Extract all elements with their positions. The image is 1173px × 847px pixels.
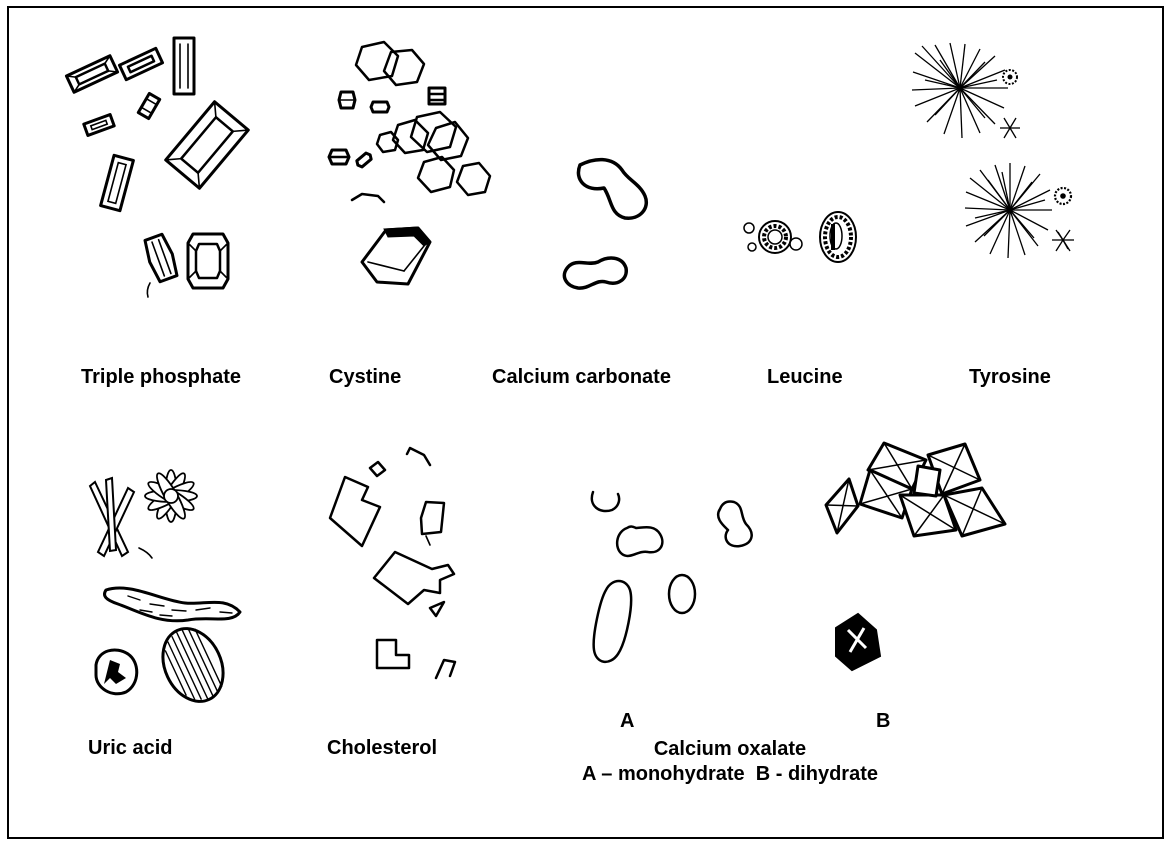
- uric-acid-crystals: [90, 470, 240, 711]
- leucine-crystals: [744, 212, 856, 262]
- tyrosine-crystals: [912, 43, 1074, 258]
- label-marker-b: B: [876, 709, 890, 733]
- label-calcium-oxalate-legend: A – monohydrate B - dihydrate: [560, 762, 900, 786]
- cholesterol-crystals: [330, 448, 455, 678]
- label-triple-phosphate: Triple phosphate: [81, 365, 241, 389]
- label-cystine: Cystine: [329, 365, 401, 389]
- label-marker-a: A: [620, 709, 634, 733]
- label-leucine: Leucine: [767, 365, 843, 389]
- label-calcium-oxalate: Calcium oxalate: [600, 737, 860, 761]
- triple-phosphate-crystals: [66, 38, 248, 297]
- cystine-crystals: [329, 42, 490, 284]
- calcium-oxalate-dihydrate-crystals: [826, 443, 1005, 670]
- label-uric-acid: Uric acid: [88, 736, 172, 760]
- calcium-oxalate-monohydrate-crystals: [592, 492, 752, 662]
- calcium-carbonate-crystals: [564, 160, 646, 288]
- label-calcium-carbonate: Calcium carbonate: [492, 365, 671, 389]
- label-cholesterol: Cholesterol: [327, 736, 437, 760]
- label-tyrosine: Tyrosine: [969, 365, 1051, 389]
